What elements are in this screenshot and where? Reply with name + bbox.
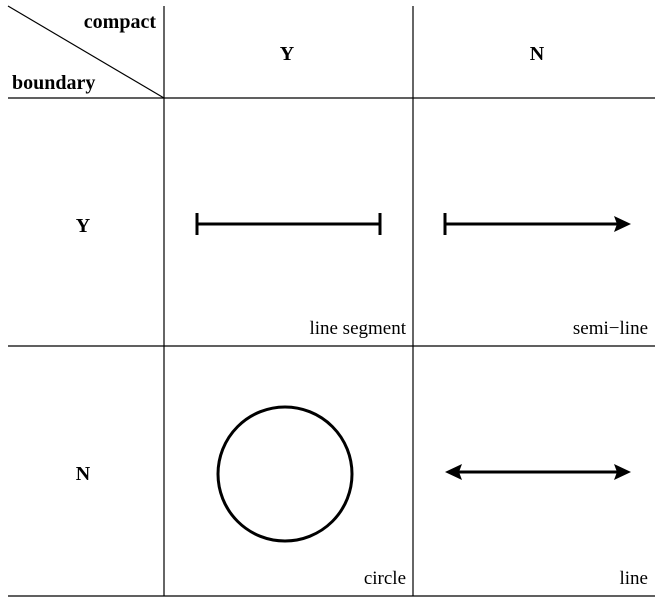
circle-shape <box>216 405 354 543</box>
line-arrowhead-right <box>614 464 631 480</box>
line-shape <box>445 464 631 480</box>
line-arrowhead-left <box>445 464 462 480</box>
corner-diagonal <box>7 5 165 99</box>
column-header-n: N <box>530 43 545 65</box>
table-grid <box>7 5 655 597</box>
cell-label-line: line <box>620 568 649 589</box>
cell-label-semi-line: semi−line <box>573 318 648 339</box>
corner-row-axis-label: boundary <box>12 72 95 94</box>
cell-label-line-segment: line segment <box>309 318 406 339</box>
row-header-y: Y <box>76 215 91 237</box>
line-segment-shape <box>195 213 382 235</box>
row-header-n: N <box>76 463 91 485</box>
column-header-y: Y <box>280 43 295 65</box>
cell-label-circle: circle <box>364 568 406 589</box>
corner-column-axis-label: compact <box>84 11 157 33</box>
semi-line-shape <box>443 213 631 235</box>
semi-line-arrowhead-right <box>614 216 631 232</box>
circle-outline <box>216 405 354 543</box>
